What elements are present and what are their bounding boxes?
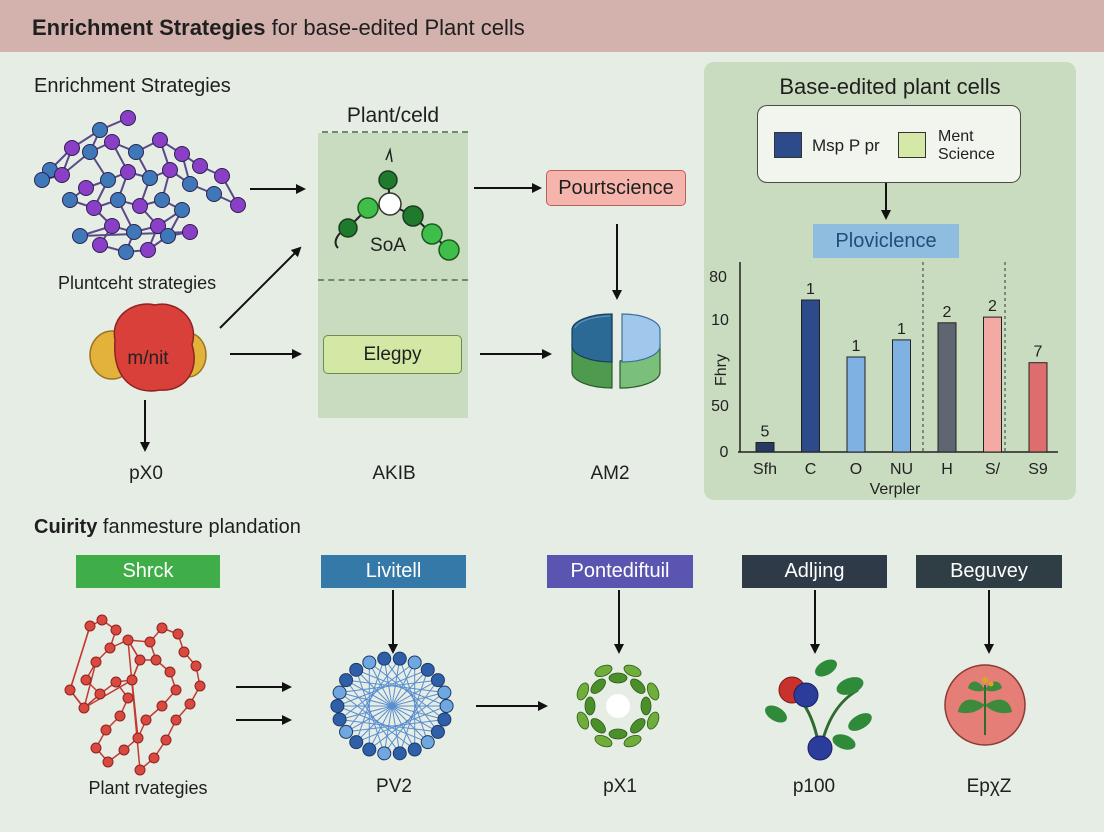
legend-label-msp: Msp P pr [812,136,880,155]
ploviclence-box: Ploviclence [813,224,959,258]
y-tick-1: 10 [711,312,729,329]
bar-data-label-4: 1 [897,321,906,338]
bar-data-label-2: 1 [806,281,815,298]
bar-1 [755,442,775,453]
x-tick-1: Sfh [753,461,777,478]
bottom-arrows [236,590,994,725]
tag-shrck: Shrck [76,555,220,588]
legend-swatch-msp [774,132,802,158]
y-tick-3: 0 [720,444,729,461]
caption-pv2: PV2 [376,776,412,797]
akib-label: AKIB [372,463,416,484]
x-tick-2: C [805,461,817,478]
x-tick-7: S9 [1028,461,1048,478]
bottom-section-title: Cuirity fanmesture plandation [34,516,301,538]
tag-beguvey: Beguvey [916,555,1062,588]
x-tick-5: H [941,461,953,478]
molecule-network-icon [34,110,246,260]
bar-data-label-3: 1 [852,338,861,355]
leaf-badge-icon [944,664,1026,746]
enrichment-section-title: Enrichment Strategies [34,75,231,97]
bar-data-label-1: 5 [761,424,770,441]
split-cylinder-icon [571,313,661,389]
y-tick-0: 80 [709,269,727,286]
y-tick-2: 50 [711,398,729,415]
title-rest-part: for base-edited Plant cells [265,15,525,40]
leaf-ring-icon [576,664,660,748]
caption-p100: p100 [792,776,836,797]
y-axis-label: Fhry [713,354,730,386]
caption-px1: pX1 [603,776,637,797]
top-arrows [140,183,891,452]
legend-swatch-ment [898,132,926,158]
title-bold-part: Enrichment Strategies [32,15,266,40]
protein-blob-icon [89,303,207,392]
px0-label: pX0 [129,463,163,484]
title-banner [0,0,1104,52]
bar-data-label-5: 2 [943,304,952,321]
x-tick-6: S/ [985,461,1001,478]
bar-7 [1028,362,1048,453]
bar-chart: 5 1 1 1 2 2 7 Sfh C O NU H S/S9 80 10 50 0 Fhry Ver… [709,262,1058,498]
soa-molecule-icon [334,147,460,261]
tag-pontediftuil: Pontediftuil [547,555,693,588]
right-panel-title: Base-edited plant cells [779,74,1001,99]
panel-divider [318,279,468,281]
bar-5 [937,322,957,453]
pourtscience-box: Pourtscience [546,170,686,206]
am2-label: AM2 [590,463,630,484]
page-title: Enrichment Strategies for base-edited Pl… [32,15,525,41]
bar-data-label-6: 2 [988,298,997,315]
caption-plant-rvategies: Plant rvategies [88,778,208,798]
elegpy-box: Elegpy [323,335,462,374]
tag-livitell: Livitell [321,555,466,588]
panel-top-line [322,131,468,133]
berry-plant-icon [765,659,872,761]
blob-label: m/nit [127,348,169,369]
arrow-blob-to-panel [219,246,302,329]
caption-epxz: EpχZ [966,776,1012,797]
bar-3 [846,356,866,453]
plant-panel-title: Plant/celd [346,104,440,127]
molecule-caption: Pluntceht strategies [58,273,217,293]
bar-data-label-7: 7 [1034,344,1043,361]
bar-4 [892,339,911,453]
bar-2 [801,299,820,453]
x-axis-label: Verpler [870,481,921,498]
x-tick-3: O [850,461,862,478]
soa-label: SoA [370,235,406,256]
red-molecule-network-icon [64,614,206,776]
bar-6 [983,316,1002,453]
x-tick-4: NU [890,461,913,478]
blue-ring-network-icon [330,651,454,761]
tag-adljing: Adljing [742,555,887,588]
